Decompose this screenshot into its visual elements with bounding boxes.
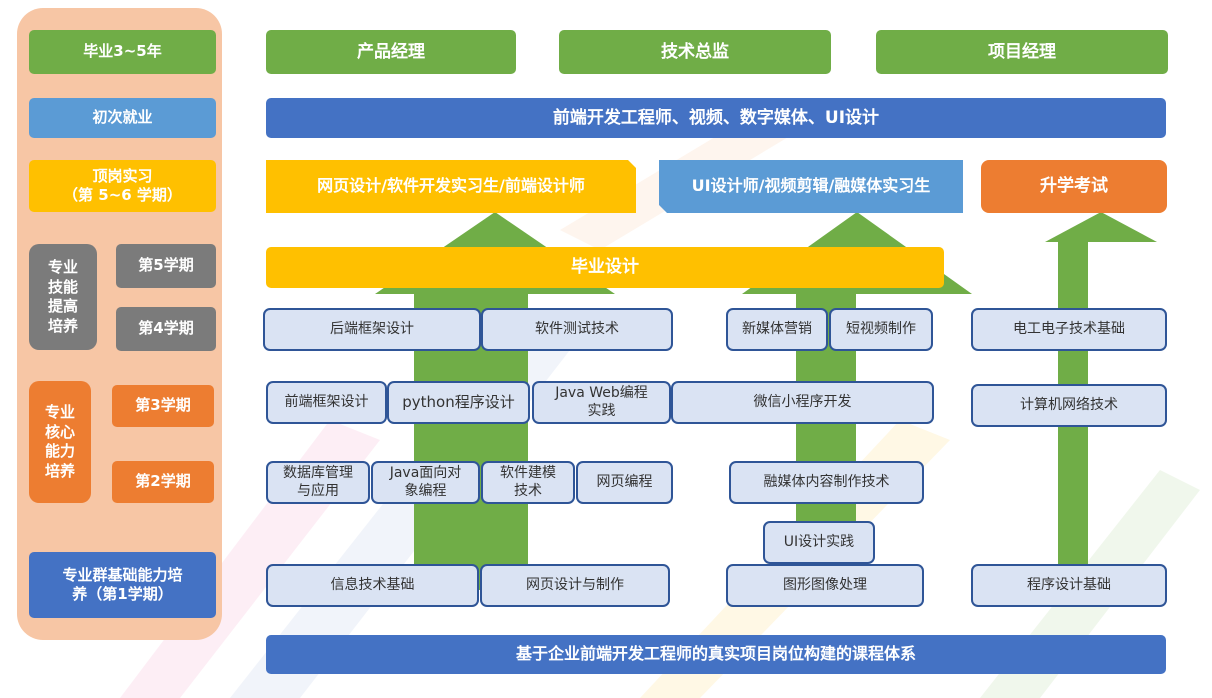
- course-database: 数据库管理 与应用: [266, 461, 370, 504]
- sidebar-first-job: 初次就业: [29, 98, 216, 138]
- course-web-programming: 网页编程: [576, 461, 673, 504]
- course-software-modeling: 软件建模 技术: [481, 461, 575, 504]
- sidebar-term-4: 第4学期: [116, 307, 216, 351]
- course-it-basics: 信息技术基础: [266, 564, 479, 607]
- course-ui-practice: UI设计实践: [763, 521, 875, 564]
- course-computer-network: 计算机网络技术: [971, 384, 1167, 427]
- sidebar-skill-training: 专业 技能 提高 培养: [29, 244, 97, 350]
- course-software-testing: 软件测试技术: [481, 308, 673, 351]
- course-electronics: 电工电子技术基础: [971, 308, 1167, 351]
- sidebar-foundation: 专业群基础能力培 养（第1学期）: [29, 552, 216, 618]
- career-first-job-roles: 前端开发工程师、视频、数字媒体、UI设计: [266, 98, 1166, 138]
- up-arrow-right-head: [1045, 212, 1157, 242]
- course-programming-basics: 程序设计基础: [971, 564, 1167, 607]
- sidebar-core-training: 专业 核心 能力 培养: [29, 381, 91, 503]
- career-project-manager: 项目经理: [876, 30, 1168, 74]
- career-intern-left: 网页设计/软件开发实习生/前端设计师: [317, 176, 585, 196]
- career-tech-director: 技术总监: [559, 30, 831, 74]
- career-product-manager: 产品经理: [266, 30, 516, 74]
- course-media-content: 融媒体内容制作技术: [729, 461, 924, 504]
- sidebar-term-3: 第3学期: [112, 385, 214, 427]
- course-short-video: 短视频制作: [829, 308, 933, 351]
- course-java-web: Java Web编程 实践: [532, 381, 671, 424]
- course-new-media-marketing: 新媒体营销: [726, 308, 828, 351]
- course-java-oop: Java面向对 象编程: [371, 461, 480, 504]
- career-intern-mid: UI设计师/视频剪辑/融媒体实习生: [691, 176, 931, 196]
- footer-title: 基于企业前端开发工程师的真实项目岗位构建的课程体系: [266, 635, 1166, 674]
- course-web-design: 网页设计与制作: [480, 564, 670, 607]
- course-backend-framework: 后端框架设计: [263, 308, 481, 351]
- course-frontend-framework: 前端框架设计: [266, 381, 387, 424]
- graduation-design: 毕业设计: [266, 247, 944, 288]
- career-further-study: 升学考试: [981, 160, 1167, 213]
- course-wechat-miniprogram: 微信小程序开发: [671, 381, 934, 424]
- course-graphics: 图形图像处理: [726, 564, 924, 607]
- course-python: python程序设计: [387, 381, 530, 424]
- career-intern-mid-box: [659, 160, 963, 213]
- career-intern-left-box: [266, 160, 636, 213]
- sidebar-years: 毕业3~5年: [29, 30, 216, 74]
- sidebar-term-2: 第2学期: [112, 461, 214, 503]
- sidebar-internship: 顶岗实习 （第 5~6 学期）: [29, 160, 216, 212]
- sidebar-term-5: 第5学期: [116, 244, 216, 288]
